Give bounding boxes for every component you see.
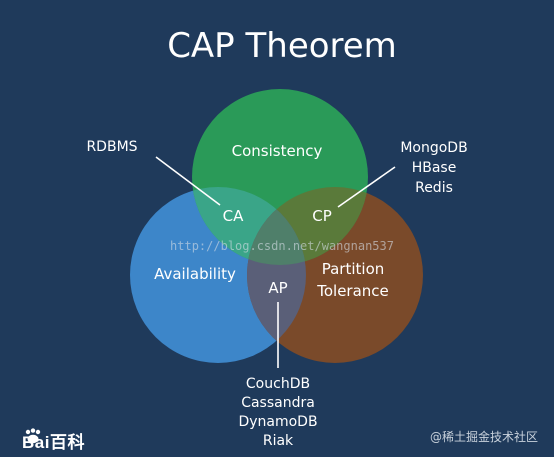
ap-example-3: DynamoDB (238, 414, 317, 430)
cp-example-3: Redis (415, 180, 453, 196)
ca-example: RDBMS (86, 139, 137, 155)
ca-label: CA (223, 207, 244, 225)
ap-label: AP (268, 279, 287, 297)
baidu-watermark: Bai百科 (22, 428, 85, 453)
tolerance-label: Tolerance (316, 282, 389, 300)
cp-label: CP (312, 207, 332, 225)
diagram-title: CAP Theorem (167, 26, 397, 66)
partition-label: Partition (322, 260, 385, 278)
cp-connector (337, 166, 396, 208)
consistency-label: Consistency (232, 142, 323, 160)
juejin-watermark: @稀土掘金技术社区 (430, 430, 539, 444)
cp-example-1: MongoDB (400, 140, 467, 156)
cap-center-overlap (247, 187, 306, 265)
baidu-baike-text: 百科 (49, 433, 85, 452)
cp-example-2: HBase (412, 160, 457, 176)
ap-example-1: CouchDB (246, 376, 310, 392)
ap-example-4: Riak (263, 433, 294, 449)
ap-example-2: Cassandra (241, 395, 315, 411)
url-watermark: http://blog.csdn.net/wangnan537 (170, 239, 394, 253)
paw-icon (25, 428, 41, 444)
rdbms-connector (155, 156, 221, 206)
availability-label: Availability (154, 265, 236, 283)
